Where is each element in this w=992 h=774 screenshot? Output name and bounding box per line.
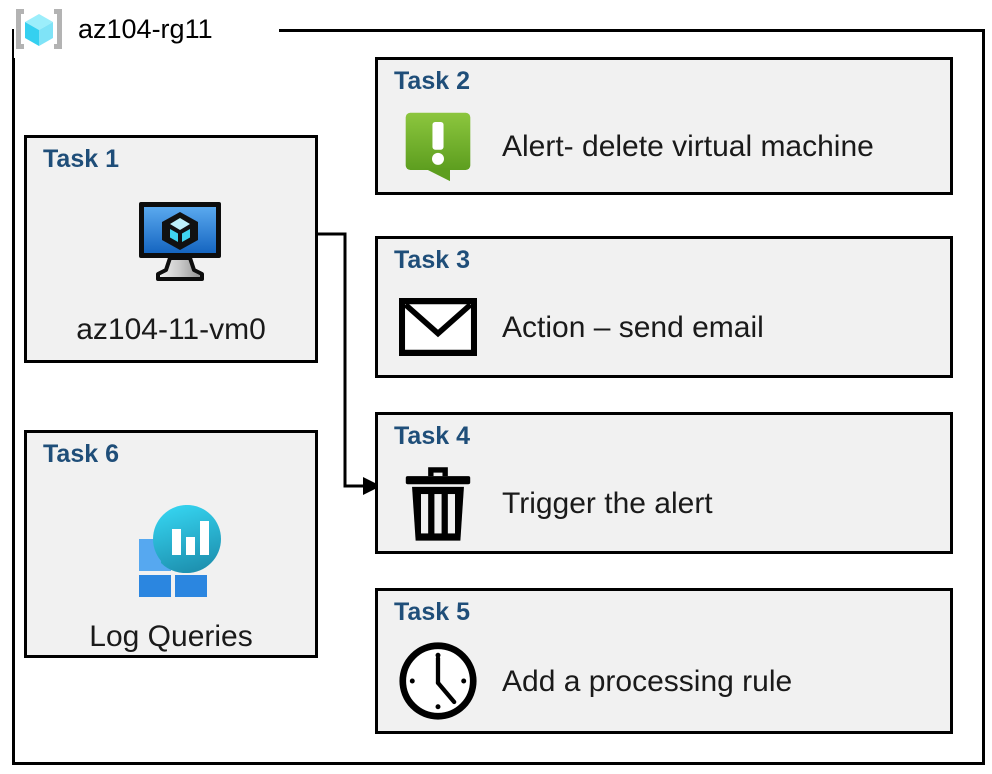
log-analytics-icon [129, 497, 233, 605]
card-task4-body: Trigger the alert [396, 463, 938, 543]
card-task6-body: Log Queries [27, 485, 315, 653]
card-task4-title: Task 4 [394, 422, 470, 450]
card-task1-body: az104-11-vm0 [27, 190, 315, 350]
card-task3-title: Task 3 [394, 246, 470, 274]
card-task3-label: Action – send email [502, 310, 764, 344]
envelope-icon [396, 298, 480, 356]
card-task5-body: Add a processing rule [396, 639, 938, 723]
card-task2-body: Alert- delete virtual machine [396, 108, 938, 184]
resource-group-header: az104-rg11 [12, 2, 213, 56]
card-task1[interactable]: Task 1 [24, 135, 318, 363]
card-task1-title: Task 1 [43, 145, 119, 173]
card-task6[interactable]: Task 6 [24, 430, 318, 658]
card-task3[interactable]: Task 3 Action – send email [375, 236, 953, 378]
card-task4[interactable]: Task 4 Trigger the alert [375, 412, 953, 554]
azure-resource-group-icon [12, 6, 66, 52]
alert-exclamation-icon [396, 109, 480, 183]
card-task4-label: Trigger the alert [502, 486, 713, 520]
card-task6-label: Log Queries [89, 620, 253, 653]
card-task1-label: az104-11-vm0 [76, 313, 266, 346]
clock-icon [396, 641, 480, 721]
card-task2-label: Alert- delete virtual machine [502, 129, 874, 163]
card-task2[interactable]: Task 2 Alert- delete virtual machin [375, 57, 953, 195]
card-task5-label: Add a processing rule [502, 664, 793, 698]
trash-can-icon [396, 463, 480, 543]
resource-group-frame [12, 29, 985, 765]
resource-group-name: az104-rg11 [78, 13, 213, 44]
card-task6-title: Task 6 [43, 440, 119, 468]
card-task5[interactable]: Task 5 Add a processing rule [375, 588, 953, 734]
virtual-machine-icon [132, 198, 228, 287]
card-task5-title: Task 5 [394, 598, 470, 626]
card-task3-body: Action – send email [396, 287, 938, 367]
card-task2-title: Task 2 [394, 67, 470, 95]
